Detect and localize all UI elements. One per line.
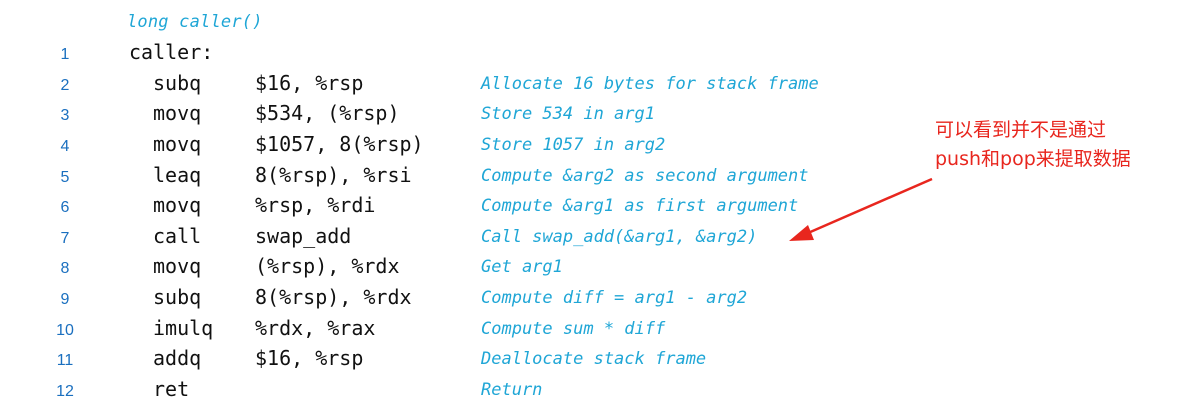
instruction-opcode: subq <box>153 285 202 309</box>
code-line: 8 movq (%rsp), %rdx Get arg1 <box>0 254 900 284</box>
line-number: 11 <box>56 352 74 369</box>
instruction-operands: %rdx, %rax <box>255 316 376 340</box>
instruction-opcode: movq <box>153 132 202 156</box>
instruction-operands: swap_add <box>255 224 352 248</box>
function-signature: long caller() <box>127 12 263 32</box>
code-comment: Compute &arg1 as first argument <box>481 196 799 216</box>
line-number: 8 <box>60 260 70 277</box>
line-number: 6 <box>60 199 70 216</box>
instruction-opcode: subq <box>153 71 202 95</box>
instruction-opcode: movq <box>153 254 202 278</box>
instruction-operands: $16, %rsp <box>255 71 364 95</box>
line-number: 9 <box>60 291 70 308</box>
code-line: 6 movq %rsp, %rdi Compute &arg1 as first… <box>0 193 900 223</box>
instruction-opcode: leaq <box>153 163 202 187</box>
code-comment: Call swap_add(&arg1, &arg2) <box>481 227 758 247</box>
line-number: 10 <box>56 322 74 339</box>
code-line: 10 imulq %rdx, %rax Compute sum * diff <box>0 316 900 346</box>
code-comment: Get arg1 <box>481 257 563 277</box>
line-number: 3 <box>60 107 70 124</box>
instruction-operands: %rsp, %rdi <box>255 193 376 217</box>
code-comment: Deallocate stack frame <box>481 349 707 369</box>
code-line: 12 ret Return <box>0 377 900 407</box>
code-line: 9 subq 8(%rsp), %rdx Compute diff = arg1… <box>0 285 900 315</box>
code-comment: Return <box>481 380 543 400</box>
line-number: 4 <box>60 138 70 155</box>
annotation-note: 可以看到并不是通过 push和pop来提取数据 <box>935 116 1175 174</box>
code-comment: Compute diff = arg1 - arg2 <box>481 288 748 308</box>
code-line: 1 caller: <box>0 40 900 70</box>
instruction-operands: 8(%rsp), %rsi <box>255 163 412 187</box>
instruction-operands: $16, %rsp <box>255 346 364 370</box>
line-number: 12 <box>56 383 74 400</box>
instruction-opcode: movq <box>153 101 202 125</box>
code-line: 5 leaq 8(%rsp), %rsi Compute &arg2 as se… <box>0 163 900 193</box>
code-comment: Compute &arg2 as second argument <box>481 166 809 186</box>
instruction-opcode: movq <box>153 193 202 217</box>
code-comment: Compute sum * diff <box>481 319 666 339</box>
code-line: 3 movq $534, (%rsp) Store 534 in arg1 <box>0 101 900 131</box>
code-comment: Store 534 in arg1 <box>481 104 655 124</box>
annotation-line-1: 可以看到并不是通过 <box>935 119 1107 141</box>
instruction-operands: $534, (%rsp) <box>255 101 400 125</box>
instruction-operands: (%rsp), %rdx <box>255 254 400 278</box>
instruction-opcode: imulq <box>153 316 214 340</box>
line-number: 2 <box>60 77 70 94</box>
instruction-opcode: call <box>153 224 202 248</box>
annotation-line-2: push和pop来提取数据 <box>935 148 1131 170</box>
line-number: 1 <box>60 46 70 63</box>
code-line: 7 call swap_add Call swap_add(&arg1, &ar… <box>0 224 900 254</box>
code-line: 2 subq $16, %rsp Allocate 16 bytes for s… <box>0 71 900 101</box>
line-number: 7 <box>60 230 70 247</box>
code-comment: Store 1057 in arg2 <box>481 135 666 155</box>
instruction-operands: $1057, 8(%rsp) <box>255 132 424 156</box>
line-number: 5 <box>60 169 70 186</box>
instruction-opcode: addq <box>153 346 202 370</box>
code-label: caller: <box>129 40 214 64</box>
code-comment: Allocate 16 bytes for stack frame <box>481 74 819 94</box>
instruction-operands: 8(%rsp), %rdx <box>255 285 412 309</box>
code-line: 11 addq $16, %rsp Deallocate stack frame <box>0 346 900 376</box>
code-line: 4 movq $1057, 8(%rsp) Store 1057 in arg2 <box>0 132 900 162</box>
instruction-opcode: ret <box>153 377 190 401</box>
